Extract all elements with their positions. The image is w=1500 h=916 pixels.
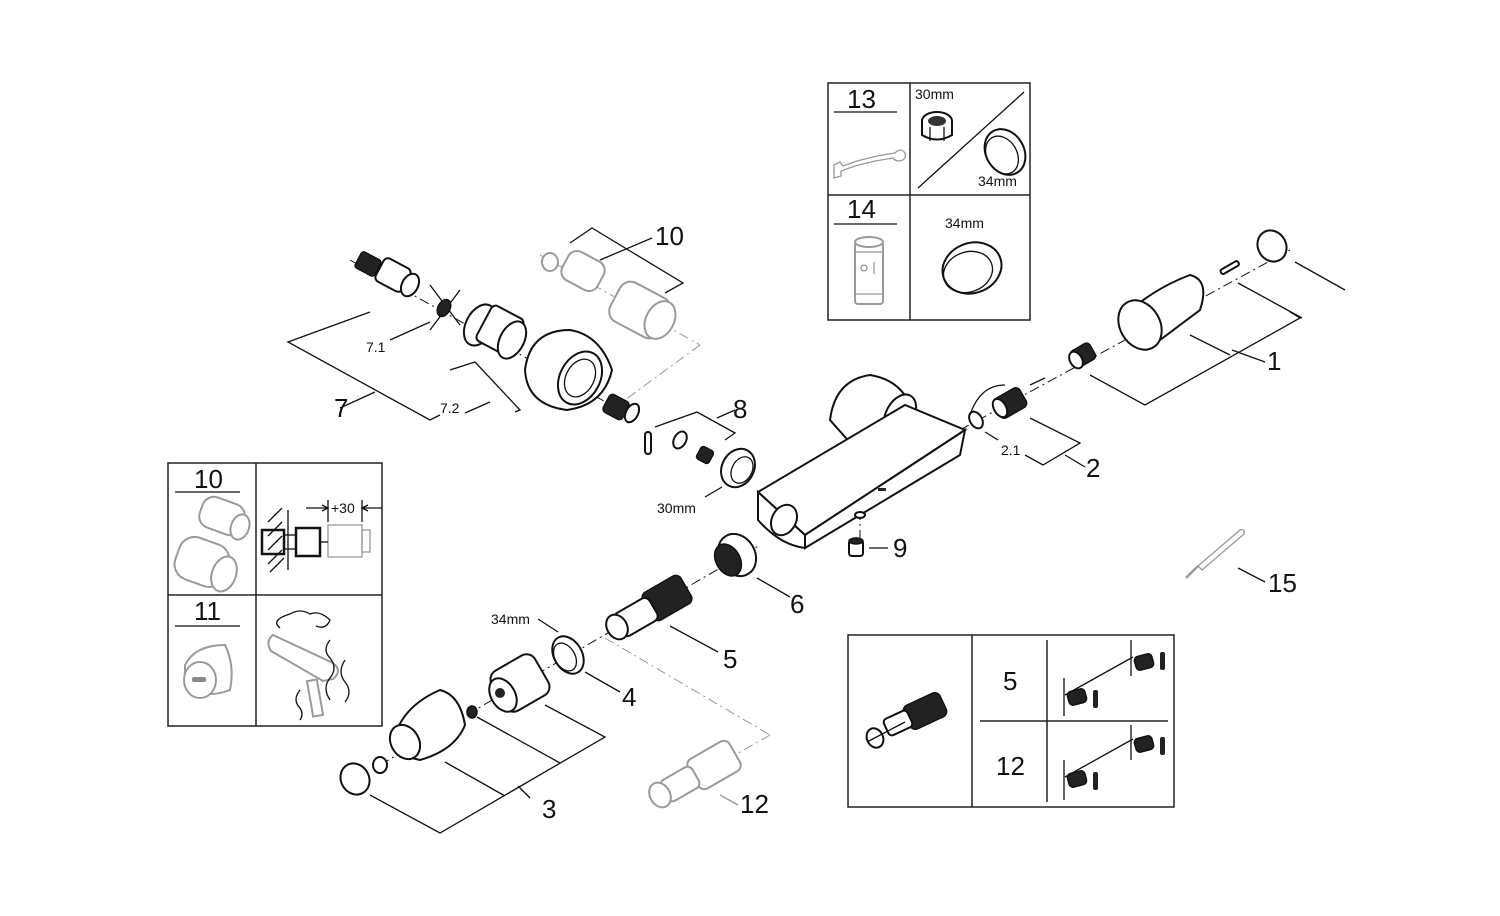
part-15-thermometer: [1185, 528, 1245, 579]
axis-bottom: [379, 544, 761, 766]
part-9-plug: [848, 537, 864, 557]
callout-12: 12: [740, 789, 769, 819]
size-label-30mm: 30mm: [915, 86, 954, 102]
inset-ext-num-10: 10: [194, 464, 223, 494]
temp-diagram-12: [1063, 725, 1165, 800]
inset-tools-num-13: 13: [847, 84, 876, 114]
callout-3: 3: [542, 794, 556, 824]
part-7-connector: [354, 251, 461, 331]
inset-cartridge-frame: [847, 634, 1175, 808]
size-label-34mm: 34mm: [978, 173, 1017, 189]
callout-2-1: 2.1: [1001, 442, 1021, 458]
callout-15: 15: [1268, 568, 1297, 598]
inset-tools-num-14: 14: [847, 194, 876, 224]
part-6-nut: [713, 532, 758, 578]
dimension-34mm: 34mm: [491, 611, 530, 627]
callout-9: 9: [893, 533, 907, 563]
dimension-30mm: 30mm: [657, 500, 696, 516]
callout-7: 7: [334, 393, 348, 423]
part-5-cartridge: [605, 574, 693, 641]
inset-tools: 13 30mm 34mm 14: [827, 82, 1031, 321]
part-rosette: [523, 328, 614, 412]
diagonal-divider: [917, 91, 1025, 189]
callout-1: 1: [1267, 346, 1281, 376]
inset-cartridge: 5 12: [847, 634, 1175, 808]
part-7-2-escutcheon: [462, 303, 528, 360]
ring-large-icon: [941, 241, 1003, 295]
hex-nut-icon: [921, 111, 953, 141]
callout-8: 8: [733, 394, 747, 424]
thermometer-icon: [1160, 737, 1165, 755]
part-3-handle: [339, 688, 478, 796]
part-nut-30mm: [720, 447, 756, 489]
callout-2: 2: [1086, 453, 1100, 483]
inset-tools-frame: [827, 82, 1031, 321]
part-1-adapter: [1068, 342, 1097, 370]
sleeve-tool-icon: [854, 236, 884, 305]
hot-spout-icon: [267, 610, 350, 721]
leader-lines: [286, 227, 1346, 834]
ring-icon: [983, 128, 1027, 176]
part-8-check-valve: [602, 393, 715, 465]
part-1-handle: [1117, 273, 1205, 351]
part-12-cartridge: [648, 739, 742, 809]
thermometer-icon: [1160, 652, 1165, 670]
callout-4: 4: [622, 682, 636, 712]
extension-part-icon: [173, 495, 251, 593]
size-label-34mm-b: 34mm: [945, 215, 984, 231]
callout-5: 5: [723, 644, 737, 674]
part-2-cartridge: [991, 377, 1046, 419]
thermostat-body: [756, 373, 968, 550]
callout-labels: 1 2 2.1 3 4 5 6 7 7.1 7.2 8 9 10 12 15 3…: [334, 221, 1297, 824]
inset-extensions: 10 +30 11: [167, 462, 383, 727]
handle-cap-icon: [183, 643, 233, 699]
callout-7-2: 7.2: [440, 400, 460, 416]
extension-label: +30: [331, 500, 355, 516]
temp-diagram-5: [1063, 640, 1165, 716]
extension-schematic-icon: [260, 500, 382, 573]
part-4-ring: [551, 635, 585, 675]
cartridge-icon: [865, 691, 948, 749]
thermometer-icon: [1093, 690, 1098, 708]
inset-ext-num-11: 11: [194, 596, 221, 626]
axis-part-12: [604, 637, 771, 736]
part-10-extension: [541, 250, 677, 340]
inset-cart-num-5: 5: [1003, 666, 1017, 696]
part-2-1-oring: [968, 384, 1006, 430]
part-3-body: [488, 653, 551, 713]
callout-6: 6: [790, 589, 804, 619]
callout-10: 10: [655, 221, 684, 251]
thermometer-icon: [1093, 772, 1098, 790]
callout-7-1: 7.1: [366, 339, 386, 355]
wrench-icon: [833, 149, 907, 179]
inset-cart-num-12: 12: [996, 751, 1025, 781]
part-1-screw-cap: [1219, 229, 1288, 275]
